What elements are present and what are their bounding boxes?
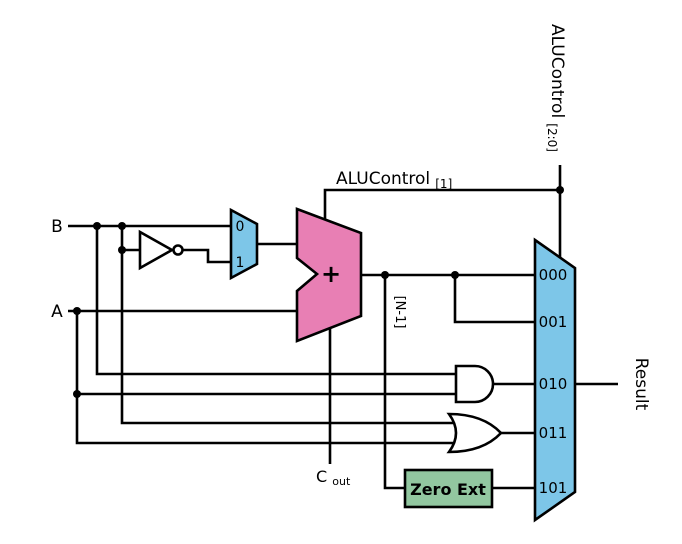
zero-ext-box bbox=[403, 468, 494, 509]
wire-b-to-and bbox=[95, 226, 462, 376]
junction-dot bbox=[118, 222, 126, 230]
wires bbox=[68, 165, 618, 490]
components bbox=[138, 207, 577, 523]
junction-dot bbox=[118, 246, 126, 254]
result-label: Result bbox=[631, 358, 651, 411]
input-b-label: B bbox=[51, 217, 63, 237]
alucontrol-bus-sub: [2:0] bbox=[545, 123, 559, 152]
mux-main-input-001-label: 001 bbox=[539, 313, 568, 331]
wire-a-to-or bbox=[75, 311, 466, 445]
alucontrol-bit-name: ALUControl bbox=[336, 169, 430, 189]
wire-alucontrol-bit bbox=[323, 188, 560, 224]
mux-2to1 bbox=[229, 207, 259, 281]
labels: B A 0 1 + ALUControl [1] ALUControl [2:0… bbox=[51, 24, 651, 499]
msb-slice-label: [N-1] bbox=[392, 296, 407, 329]
wire-msb-to-zeroext bbox=[383, 275, 412, 490]
wire-adder-to-001 bbox=[453, 275, 545, 324]
and-gate bbox=[454, 364, 495, 404]
alucontrol-bus-name: ALUControl bbox=[547, 24, 567, 118]
junction-dots bbox=[73, 186, 564, 398]
junction-dot bbox=[556, 186, 564, 194]
cout-name: C bbox=[316, 467, 327, 486]
wire-b-to-or bbox=[120, 226, 466, 425]
mux-main-input-011-label: 011 bbox=[539, 424, 568, 442]
adder bbox=[295, 207, 363, 343]
alucontrol-bus-label: ALUControl [2:0] bbox=[545, 24, 567, 152]
not-gate-bubble-icon bbox=[172, 244, 184, 256]
mux2-input0-label: 0 bbox=[236, 219, 245, 235]
not-gate bbox=[138, 229, 175, 271]
wire-not-output bbox=[182, 248, 237, 264]
junction-dot bbox=[381, 271, 389, 279]
input-a-label: A bbox=[51, 302, 63, 322]
junction-dot bbox=[93, 222, 101, 230]
mux-main bbox=[533, 237, 577, 523]
alucontrol-bit-label: ALUControl [1] bbox=[336, 169, 452, 191]
mux-main-input-000-label: 000 bbox=[539, 266, 568, 284]
junction-dot bbox=[73, 390, 81, 398]
junction-dot bbox=[451, 271, 459, 279]
or-gate bbox=[446, 412, 503, 454]
alucontrol-bit-sub: [1] bbox=[435, 177, 452, 191]
cout-label: C out bbox=[316, 467, 351, 488]
adder-plus-label: + bbox=[321, 260, 341, 288]
junction-dot bbox=[73, 307, 81, 315]
mux2-input1-label: 1 bbox=[236, 255, 245, 271]
mux-main-input-101-label: 101 bbox=[539, 479, 568, 497]
cout-sub: out bbox=[332, 475, 351, 488]
mux-main-input-010-label: 010 bbox=[539, 375, 568, 393]
zero-ext-label: Zero Ext bbox=[410, 480, 486, 499]
